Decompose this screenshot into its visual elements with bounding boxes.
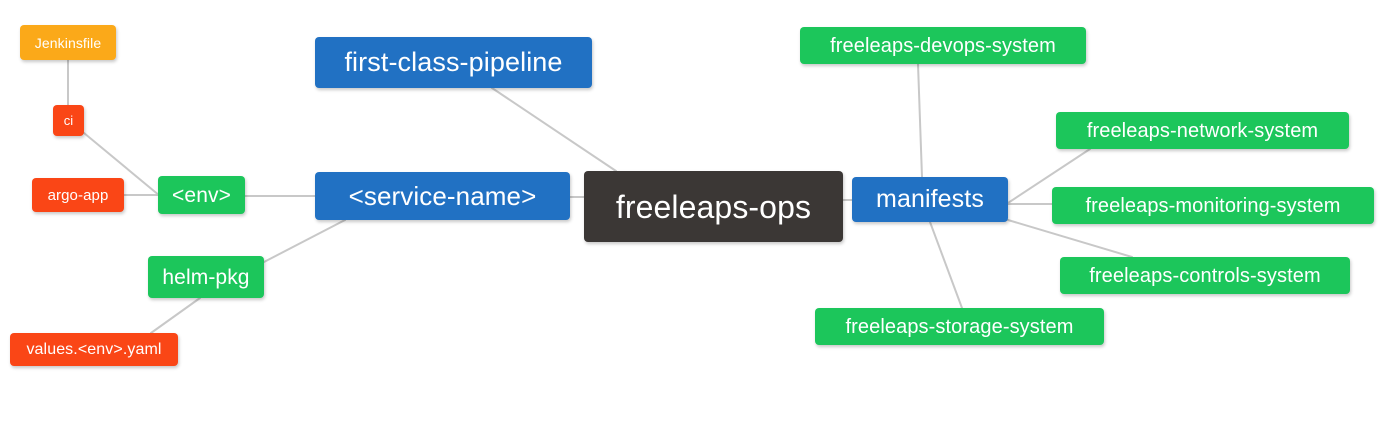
node-jenkinsfile[interactable]: Jenkinsfile [20, 25, 116, 60]
edge-manifests-to-freeleaps-storage-system [929, 221, 963, 309]
node-freeleaps-ops[interactable]: freeleaps-ops [584, 171, 843, 242]
node-label-service-name: <service-name> [348, 181, 537, 211]
edge-manifests-to-freeleaps-devops-system [917, 63, 923, 178]
node-freeleaps-devops-system[interactable]: freeleaps-devops-system [800, 27, 1086, 64]
node-label-env: <env> [172, 183, 231, 207]
edge-helm-pkg-to-service-name [263, 219, 346, 263]
edge-values-yaml-to-helm-pkg [150, 297, 201, 334]
node-helm-pkg[interactable]: helm-pkg [148, 256, 264, 298]
node-label-freeleaps-network-system: freeleaps-network-system [1086, 119, 1319, 142]
node-label-freeleaps-ops: freeleaps-ops [615, 188, 812, 225]
node-first-class-pipeline[interactable]: first-class-pipeline [315, 37, 592, 88]
node-freeleaps-monitoring-system[interactable]: freeleaps-monitoring-system [1052, 187, 1374, 224]
node-freeleaps-storage-system[interactable]: freeleaps-storage-system [815, 308, 1104, 345]
node-ci[interactable]: ci [53, 105, 84, 136]
node-label-ci: ci [63, 113, 74, 128]
node-label-freeleaps-controls-system: freeleaps-controls-system [1089, 264, 1321, 287]
node-env[interactable]: <env> [158, 176, 245, 214]
node-label-values-yaml: values.<env>.yaml [26, 340, 162, 358]
node-service-name[interactable]: <service-name> [315, 172, 570, 220]
node-label-freeleaps-storage-system: freeleaps-storage-system [845, 315, 1074, 338]
node-freeleaps-controls-system[interactable]: freeleaps-controls-system [1060, 257, 1350, 294]
node-label-helm-pkg: helm-pkg [162, 265, 250, 289]
node-manifests[interactable]: manifests [852, 177, 1008, 222]
node-label-argo-app: argo-app [47, 186, 109, 204]
node-label-manifests: manifests [876, 185, 984, 213]
edge-first-class-pipeline-to-freeleaps-ops [491, 87, 617, 172]
edge-manifests-to-freeleaps-controls-system [1007, 219, 1133, 258]
node-values-yaml[interactable]: values.<env>.yaml [10, 333, 178, 366]
node-label-jenkinsfile: Jenkinsfile [34, 34, 102, 51]
node-argo-app[interactable]: argo-app [32, 178, 124, 212]
node-label-freeleaps-monitoring-system: freeleaps-monitoring-system [1085, 194, 1341, 217]
node-label-first-class-pipeline: first-class-pipeline [344, 47, 563, 77]
node-label-freeleaps-devops-system: freeleaps-devops-system [830, 34, 1056, 57]
node-freeleaps-network-system[interactable]: freeleaps-network-system [1056, 112, 1349, 149]
